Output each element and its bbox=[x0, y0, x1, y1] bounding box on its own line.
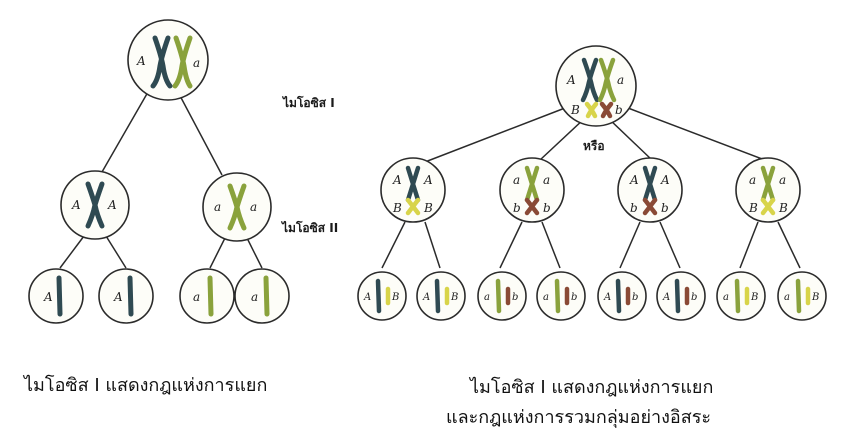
allele-label: A bbox=[363, 292, 371, 303]
allele-label: a bbox=[251, 290, 258, 304]
allele-label: b bbox=[632, 292, 638, 303]
allele-label: B bbox=[391, 292, 399, 303]
allele-label: a bbox=[723, 292, 729, 303]
left-caption: ไมโอซิส I แสดงกฎแห่งการแยก bbox=[24, 375, 268, 396]
allele-label: A bbox=[603, 292, 611, 303]
allele-label: b bbox=[630, 201, 638, 215]
allele-label: B bbox=[778, 201, 788, 215]
allele-label: a bbox=[214, 200, 221, 214]
tree-line bbox=[105, 235, 127, 269]
allele-label: a bbox=[484, 292, 490, 303]
tree-line bbox=[607, 117, 653, 161]
right-meiosis-tree: A a B b หรือ A A B B a a b b bbox=[357, 45, 827, 321]
gamete-cell: a bbox=[234, 268, 290, 324]
daughter-cell: a a bbox=[202, 172, 272, 242]
gamete-cell: a B bbox=[716, 271, 766, 321]
gamete-cell: a b bbox=[477, 271, 527, 321]
daughter-cell: a a b b bbox=[499, 157, 565, 223]
allele-label: a bbox=[543, 173, 550, 187]
allele-label: B bbox=[750, 292, 758, 303]
allele-label: A bbox=[660, 173, 670, 187]
allele-label: A bbox=[392, 173, 402, 187]
allele-label: a bbox=[513, 173, 520, 187]
tree-line bbox=[627, 107, 771, 163]
gamete-cell: a b bbox=[536, 271, 586, 321]
allele-label: b bbox=[543, 201, 551, 215]
allele-label: A bbox=[423, 173, 433, 187]
allele-label: b bbox=[661, 201, 669, 215]
left-meiosis-tree: A a ไมโอซิส I ไมโอซิส II A A a a A bbox=[28, 19, 338, 324]
tree-line bbox=[539, 117, 586, 161]
allele-label: B bbox=[570, 103, 580, 117]
gamete-cell: A B bbox=[357, 271, 407, 321]
allele-label: A bbox=[662, 292, 670, 303]
allele-label: A bbox=[629, 173, 639, 187]
daughter-cell: A A b b bbox=[617, 157, 683, 223]
allele-label: A bbox=[71, 198, 81, 212]
parent-cell: A a B b bbox=[555, 45, 637, 127]
allele-label: B bbox=[392, 201, 402, 215]
allele-label: A bbox=[107, 198, 117, 212]
gamete-cell: A b bbox=[597, 271, 647, 321]
allele-label: a bbox=[749, 173, 756, 187]
or-label: หรือ bbox=[583, 139, 605, 153]
allele-label: A bbox=[43, 290, 53, 304]
allele-label: B bbox=[748, 201, 758, 215]
tree-line bbox=[59, 235, 85, 269]
tree-line bbox=[777, 221, 801, 269]
tree-line bbox=[381, 221, 406, 269]
daughter-cell: a a B B bbox=[735, 157, 801, 223]
tree-line bbox=[101, 91, 149, 173]
tree-line bbox=[619, 221, 641, 269]
daughter-cell: A A B B bbox=[380, 157, 446, 223]
daughter-cell: A A bbox=[60, 170, 130, 240]
allele-label: a bbox=[617, 73, 624, 87]
allele-label: B bbox=[423, 201, 433, 215]
right-caption-line1: ไมโอซิส I แสดงกฎแห่งการแยก bbox=[470, 377, 714, 398]
gamete-cell: a bbox=[179, 268, 235, 324]
allele-label: A bbox=[136, 54, 146, 68]
tree-line bbox=[245, 235, 263, 269]
allele-label: a bbox=[193, 290, 200, 304]
allele-label: a bbox=[543, 292, 549, 303]
tree-line bbox=[177, 91, 223, 176]
allele-label: a bbox=[779, 173, 786, 187]
allele-label: b bbox=[571, 292, 577, 303]
tree-line bbox=[209, 235, 227, 269]
chromosome-pair-light bbox=[172, 35, 193, 89]
right-caption-line2: และกฎแห่งการรวมกลุ่มอย่างอิสระ bbox=[446, 407, 712, 428]
tree-line bbox=[541, 221, 561, 269]
allele-label: A bbox=[566, 73, 576, 87]
tree-line bbox=[659, 221, 681, 269]
allele-label: b bbox=[513, 201, 521, 215]
allele-label: B bbox=[450, 292, 458, 303]
allele-label: a bbox=[784, 292, 790, 303]
chromosome-pair-dark bbox=[150, 35, 173, 89]
gamete-cell: a B bbox=[777, 271, 827, 321]
allele-label: B bbox=[811, 292, 819, 303]
allele-label: b bbox=[691, 292, 697, 303]
parent-cell: A a bbox=[127, 19, 209, 101]
allele-label: a bbox=[250, 200, 257, 214]
tree-line bbox=[499, 221, 523, 269]
allele-label: b bbox=[615, 103, 623, 117]
allele-label: A bbox=[113, 290, 123, 304]
gamete-cell: A bbox=[98, 268, 154, 324]
tree-line bbox=[739, 221, 759, 269]
tree-line bbox=[424, 221, 441, 269]
gamete-cell: A bbox=[28, 268, 84, 324]
stage-label-meiosis-1: ไมโอซิส I bbox=[281, 95, 335, 110]
tree-line bbox=[424, 107, 566, 163]
allele-label: b bbox=[512, 292, 518, 303]
allele-label: a bbox=[193, 56, 200, 70]
gamete-cell: A B bbox=[416, 271, 466, 321]
allele-label: A bbox=[422, 292, 430, 303]
gamete-cell: A b bbox=[656, 271, 706, 321]
stage-label-meiosis-2: ไมโอซิส II bbox=[280, 220, 338, 235]
